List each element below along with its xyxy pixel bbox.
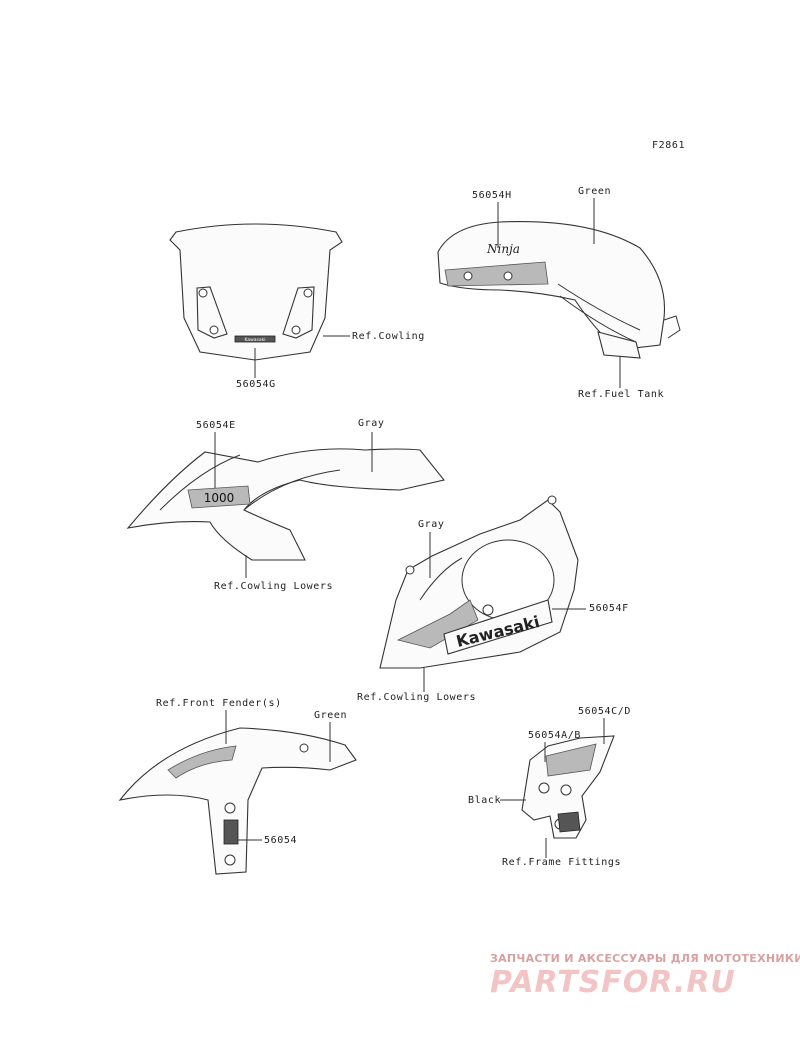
- label-ref-fuel-tank: Ref.Fuel Tank: [578, 389, 665, 400]
- label-gray-lower: Gray: [418, 519, 445, 530]
- label-56054f: 56054F: [589, 603, 629, 614]
- label-56054: 56054: [264, 835, 298, 846]
- cowling-lower-lower-part: Kawasaki: [379, 495, 579, 669]
- decal-kawasaki-small: Kawasaki: [244, 337, 265, 343]
- label-black: Black: [468, 795, 502, 806]
- decal-ninja: Ninja: [486, 242, 520, 256]
- label-green-fender: Green: [314, 710, 348, 721]
- label-56054h: 56054H: [472, 190, 512, 201]
- label-ref-front-fender: Ref.Front Fender(s): [156, 698, 282, 709]
- frame-fittings-part: [521, 735, 615, 839]
- decal-1000: 1000: [204, 491, 235, 505]
- label-gray-upper: Gray: [358, 418, 385, 429]
- watermark-tagline: ЗАПЧАСТИ И АКСЕССУАРЫ ДЛЯ МОТОТЕХНИКИ: [490, 952, 800, 965]
- windshield-part: Kawasaki: [169, 223, 343, 361]
- label-green-tank: Green: [578, 186, 612, 197]
- label-ref-cowling-lowers-2: Ref.Cowling Lowers: [357, 692, 477, 703]
- label-56054ab: 56054A/B: [528, 730, 581, 741]
- watermark-logo: PARTSFOR.RU: [490, 965, 736, 1000]
- front-fender-part: [118, 727, 357, 875]
- cowling-lower-upper-part: 1000: [126, 448, 445, 561]
- label-ref-cowling-lowers-1: Ref.Cowling Lowers: [214, 581, 334, 592]
- label-ref-cowling: Ref.Cowling: [352, 331, 425, 342]
- label-56054cd: 56054C/D: [578, 706, 631, 717]
- label-ref-frame-fittings: Ref.Frame Fittings: [502, 857, 622, 868]
- figure-code: F2861: [652, 140, 686, 151]
- label-56054e: 56054E: [196, 420, 236, 431]
- label-56054g: 56054G: [236, 379, 276, 390]
- fuel-tank-part: Ninja: [437, 221, 681, 359]
